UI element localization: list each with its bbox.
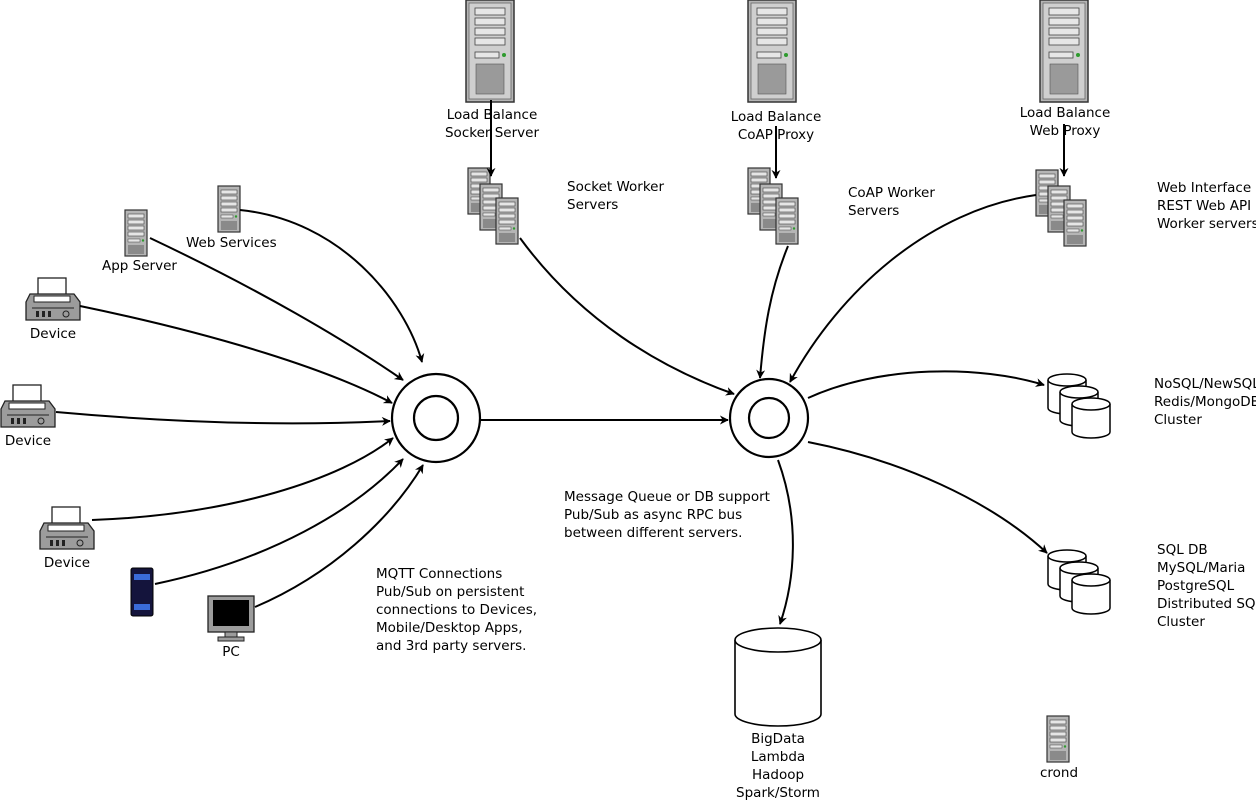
bigdata-line-1: BigData	[751, 731, 805, 747]
bigdata-line-4: Spark/Storm	[736, 785, 820, 801]
mqtt-line-5: and 3rd party servers.	[376, 638, 527, 654]
web-workers-line-1: Web Interface	[1157, 180, 1252, 196]
lb-socket-line-1: Load Balance	[446, 107, 538, 123]
printer-device-icon	[0, 384, 56, 428]
socket-workers-label: Socket Worker Servers	[567, 178, 664, 214]
mq-line-3: between different servers.	[564, 525, 743, 541]
mqtt-line-4: Mobile/Desktop Apps,	[376, 620, 523, 636]
database-icon	[734, 627, 822, 727]
database-cluster-icon	[1048, 374, 1110, 438]
pc-label: PC	[222, 644, 240, 660]
printer-device-icon	[39, 506, 95, 550]
lb-coap-line-2: CoAP Proxy	[737, 127, 815, 143]
mqtt-line-1: MQTT Connections	[376, 566, 503, 582]
lb-web-line-1: Load Balance	[1019, 105, 1111, 121]
pc-monitor-icon	[207, 595, 255, 642]
database-cluster-icon	[1048, 550, 1110, 614]
device-label: Device	[4, 433, 52, 449]
mqtt-line-3: connections to Devices,	[376, 602, 538, 618]
mq-line-2: Pub/Sub as async RPC bus	[564, 507, 743, 523]
socket-workers-line-1: Socket Worker	[567, 179, 665, 195]
web-workers-label: Web Interface REST Web API Worker server…	[1157, 179, 1256, 233]
bigdata-line-3: Hadoop	[751, 767, 805, 783]
mq-line-1: Message Queue or DB support	[564, 489, 770, 505]
mqtt-line-2: Pub/Sub on persistent	[376, 584, 525, 600]
server-cluster-icon	[1036, 170, 1086, 246]
message-queue-description: Message Queue or DB support Pub/Sub as a…	[564, 488, 770, 542]
server-tower-icon	[217, 185, 241, 233]
nosql-line-1: NoSQL/NewSQL	[1154, 376, 1256, 392]
server-tower-icon	[747, 0, 797, 103]
lb-coap-line-1: Load Balance	[730, 109, 822, 125]
nosql-line-3: Cluster	[1154, 412, 1202, 428]
nosql-line-2: Redis/MongoDB	[1154, 394, 1256, 410]
mqtt-description: MQTT Connections Pub/Sub on persistent c…	[376, 565, 537, 655]
sql-line-1: SQL DB	[1157, 542, 1208, 558]
crond-label: crond	[1039, 765, 1079, 781]
sql-label: SQL DB MySQL/Maria PostgreSQL Distribute…	[1157, 541, 1256, 631]
server-tower-icon	[124, 209, 148, 257]
message-hub-icon	[728, 377, 810, 459]
lb-socket-line-2: Socker Server	[444, 125, 540, 141]
lb-coap-label: Load Balance CoAP Proxy	[731, 108, 822, 144]
lb-socket-label: Load Balance Socker Server	[445, 106, 539, 142]
sql-line-3: PostgreSQL	[1157, 578, 1235, 594]
server-tower-icon	[1039, 0, 1089, 103]
server-tower-icon	[1046, 715, 1070, 763]
server-tower-icon	[465, 0, 515, 103]
device-label: Device	[43, 555, 91, 571]
web-workers-line-3: Worker servers	[1157, 216, 1256, 232]
sql-line-5: Cluster	[1157, 614, 1205, 630]
server-cluster-icon	[468, 168, 518, 244]
coap-workers-line-2: Servers	[848, 203, 900, 219]
socket-workers-line-2: Servers	[567, 197, 619, 213]
device-label: Device	[29, 326, 77, 342]
sql-line-2: MySQL/Maria	[1157, 560, 1246, 576]
lb-web-label: Load Balance Web Proxy	[1020, 104, 1111, 140]
web-services-label: Web Services	[186, 235, 277, 251]
bigdata-label: BigData Lambda Hadoop Spark/Storm	[736, 730, 820, 802]
bigdata-line-2: Lambda	[750, 749, 806, 765]
nosql-label: NoSQL/NewSQL Redis/MongoDB Cluster	[1154, 375, 1256, 429]
sql-line-4: Distributed SQL	[1157, 596, 1256, 612]
coap-workers-line-1: CoAP Worker	[848, 185, 935, 201]
web-workers-line-2: REST Web API	[1157, 198, 1252, 214]
message-hub-icon	[390, 372, 482, 464]
connector-arrows	[55, 100, 1069, 625]
coap-workers-label: CoAP Worker Servers	[848, 184, 935, 220]
printer-device-icon	[25, 277, 81, 321]
server-cluster-icon	[748, 168, 798, 244]
lb-web-line-2: Web Proxy	[1029, 123, 1101, 139]
mobile-phone-icon	[130, 567, 154, 617]
app-server-label: App Server	[102, 258, 177, 274]
